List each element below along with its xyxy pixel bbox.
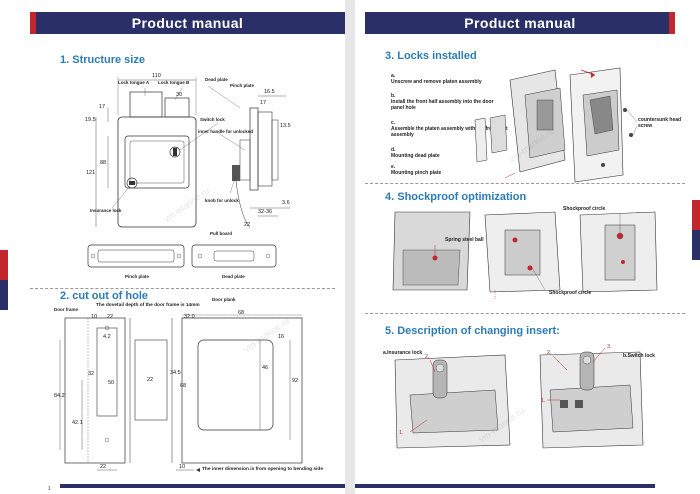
insert-b-2: 2. [547,350,552,356]
insert-b-3: 3. [607,344,612,350]
dim-17b: 17 [260,100,267,106]
right-bottom-strip [355,484,655,488]
inner-dimension-note: The inner dimension is from opening to b… [202,467,323,472]
step-b: b. Install the front half assembly into … [391,93,501,111]
label-countersunk-screw: countersunk head screw [638,117,682,129]
right-navy-bar [692,230,700,260]
dim-cut-68a: 68 [180,383,187,389]
dim-cut-22b: 22 [100,464,107,470]
label-pinch-plate-top: Pinch plate [230,83,255,88]
dim-cut-22c: 22 [147,377,154,383]
dim-32-36: 32-36 [258,209,273,215]
structure-drawing [87,77,290,268]
dim-13-5: 13.5 [280,123,291,129]
dim-121: 121 [86,170,96,176]
label-door-plank: Door plank [212,297,236,302]
label-door-frame: Door frame [54,307,79,312]
step-e-text: Mounting pinch plate [391,170,442,176]
banner-red-accent [30,12,36,34]
label-dead-plate-bottom: Dead plate [222,274,245,279]
step-e: e. Mounting pinch plate [391,164,511,176]
right-page-banner: Product manual [365,12,675,34]
label-lock-tongue-a: Lock tongue A [118,80,150,85]
dim-cut-84-2: 84.2 [54,393,65,399]
label-insurance-lock: Insurance lock [90,208,122,213]
step-c: c. Assemble the platen assembly with the… [391,120,511,138]
dim-cut-42-1: 42.1 [72,420,83,426]
section-cut-out-title: 2. cut out of hole [60,290,148,302]
dim-cut-50: 50 [108,380,115,386]
left-page-title: Product manual [131,15,244,31]
label-switch-lock: Switch lock [200,117,225,122]
insert-b-1: 1. [541,398,546,404]
label-shockproof-circle-a: Shockproof circle [563,206,606,212]
dim-cut-46: 46 [262,365,269,371]
changing-insert-illustration [394,347,644,449]
label-dead-plate: Dead plate [205,77,228,82]
dim-19-5: 19.5 [85,117,96,123]
dim-cut-22a: 22 [107,314,114,320]
right-page-title: Product manual [464,15,576,31]
shockproof-illustration [392,211,658,300]
step-a-text: Unscrew and remove platen assembly [391,79,482,85]
dim-cut-92: 92 [292,378,299,384]
right-red-bar [692,200,700,230]
label-insurance-lock-insert: a.Insurance lock [383,350,423,356]
right-page: Product manual 3. Locks installed a. Uns… [355,0,700,494]
insert-a-2: 2. [425,354,430,360]
locks-installed-illustration [474,67,638,183]
dim-cut-10a: 10 [91,314,98,320]
left-red-bar [0,250,8,280]
dim-88: 88 [100,160,107,166]
left-navy-bar [0,280,8,310]
banner-red-accent-right [669,12,675,34]
section-structure-size-title: 1. Structure size [60,54,145,66]
dim-22: 22 [244,222,251,228]
dim-17a: 17 [99,104,106,110]
page-number: 1 [48,486,51,492]
section-separator-right-2 [365,313,685,314]
section-shockproof-title: 4. Shockproof optimization [385,191,527,203]
label-shockproof-circle-b: Shockproof circle [549,290,592,296]
step-d-key: d. [391,147,396,153]
dim-3-6: 3.6 [282,200,290,206]
cutout-drawing [59,314,303,472]
insert-a-1: 1. [399,430,404,436]
step-d: d. Mounting dead plate [391,147,511,159]
dim-cut-10b: 10 [179,464,186,470]
dim-16-5: 16.5 [264,89,275,95]
label-inner-handle: inner handle for unlocked [198,129,254,134]
dim-cut-4-2: 4.2 [103,334,111,340]
dim-cut-34-5: 34.5 [170,370,181,376]
left-bottom-strip [60,484,345,488]
section-changing-insert-title: 5. Description of changing insert: [385,325,560,337]
step-b-key: b. [391,93,396,99]
step-a-key: a. [391,73,396,79]
section-locks-installed-title: 3. Locks installed [385,50,477,62]
step-d-text: Mounting dead plate [391,153,440,159]
step-b-text: Install the front half assembly into the… [391,99,494,111]
step-e-key: e. [391,164,396,170]
page-gutter [345,0,355,494]
left-page-banner: Product manual [30,12,345,34]
dovetail-note: The dovetail depth of the door frame is … [96,303,200,308]
label-switch-lock-insert: b.Switch lock [623,353,655,359]
dim-cut-32a: 32 [88,371,95,377]
step-c-key: c. [391,120,396,126]
dim-cut-68b: 68 [238,310,245,316]
dim-30: 30 [176,92,183,98]
label-spring-steel-ball: Spring steel ball [445,237,484,243]
left-page: Product manual 1. Structure size [0,0,345,494]
label-pinch-plate: Pinch plate [125,274,150,279]
label-lock-tongue-b: Lock tongue B [158,80,190,85]
dim-cut-16: 16 [278,334,285,340]
section-separator-right-1 [365,183,685,184]
step-c-text: Assemble the platen assembly with the fr… [391,126,508,138]
label-knob-for-unlock: knob for unlock [205,198,239,203]
dim-110: 110 [152,73,161,79]
step-a: a. Unscrew and remove platen assembly [391,73,511,85]
section-separator [30,288,335,289]
dim-cut-32-0: 32.0 [184,314,195,320]
label-pull-board: Pull board [210,231,233,236]
